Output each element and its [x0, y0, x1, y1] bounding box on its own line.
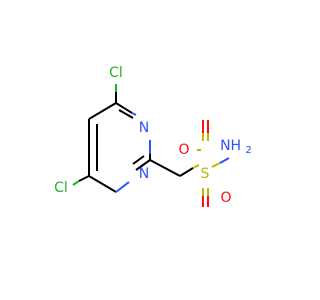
bond-cl-bottom-colored — [72, 180, 80, 186]
nitrogen-bottom-label: N — [139, 166, 149, 182]
chlorine-bottom-label: Cl — [54, 180, 68, 196]
oxygen-bottom-label: O — [220, 190, 231, 206]
bond-s-nh2-colored — [219, 157, 230, 164]
bond-n-bottom-c6-colored — [115, 181, 130, 193]
bond-c4-n-top — [115, 102, 133, 114]
bond-c2-n-bottom-2 — [135, 159, 151, 171]
nitrogen-top-label: N — [139, 120, 149, 136]
amine-label: NH 2 — [220, 138, 252, 156]
bond-c6-n-bottom — [88, 175, 117, 193]
sulfur-label: S — [201, 166, 210, 182]
bond-c4-n-top-colored — [131, 112, 137, 116]
bond-c2-n-bottom-double — [132, 155, 145, 165]
bond-ch2-s — [179, 167, 194, 177]
amine-subscript: 2 — [246, 145, 252, 156]
bond-c6-cl-bottom — [78, 175, 90, 182]
molecule-structure: Cl Cl N N S O O NH 2 — [54, 65, 252, 207]
bond-s-nh2 — [211, 162, 221, 168]
bond-c4-c5 — [88, 102, 117, 120]
chlorine-top-label: Cl — [109, 65, 123, 81]
oxygen-top-label: O — [178, 142, 189, 158]
bond-c4-n-top-double — [118, 109, 134, 119]
bond-ch2-s-colored — [192, 164, 200, 169]
bond-c2-ch2 — [149, 159, 181, 177]
amine-main-text: NH — [220, 138, 241, 154]
molecule-canvas: Cl Cl N N S O O NH 2 — [54, 65, 252, 207]
